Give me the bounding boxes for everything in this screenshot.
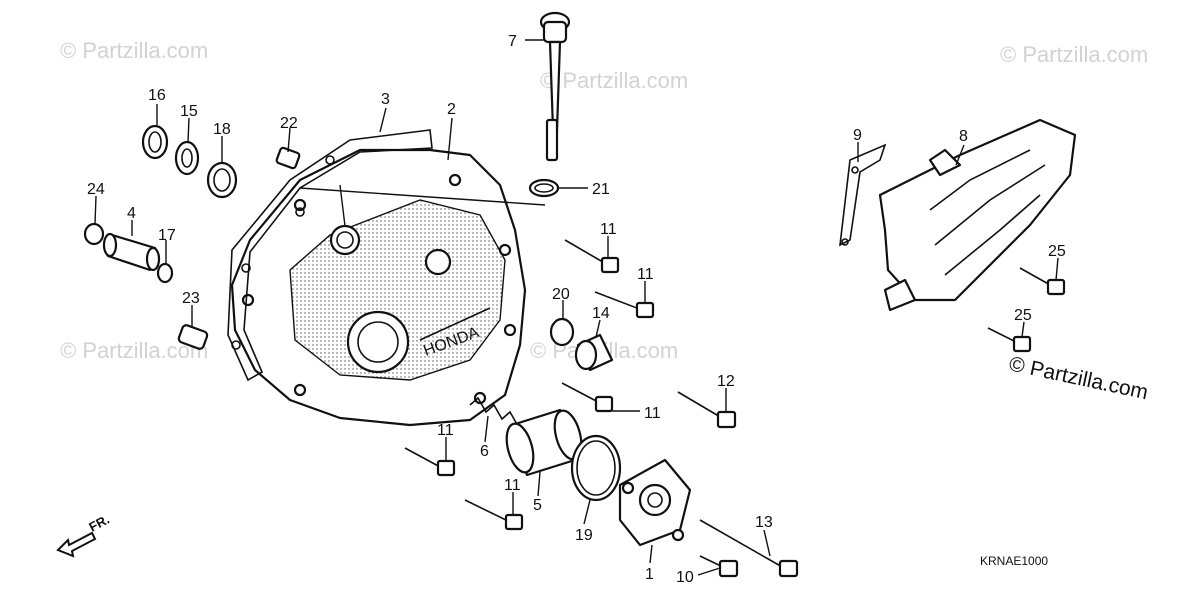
bolt-25	[987, 327, 1032, 353]
sprocket-gasket	[839, 143, 887, 247]
callout-11: 11	[637, 266, 654, 283]
o-ring-inner	[534, 183, 554, 193]
oil-filler-cap	[539, 11, 571, 162]
o-ring-19	[570, 434, 622, 502]
callout-15: 15	[180, 103, 198, 120]
o-ring-17	[156, 262, 174, 284]
callout-25: 25	[1048, 243, 1066, 260]
o-ring-24	[83, 222, 105, 246]
callout-18: 18	[213, 121, 231, 138]
callout-11: 11	[504, 477, 521, 494]
callout-8: 8	[959, 128, 968, 145]
callout-12: 12	[717, 373, 735, 390]
leader-lines	[94, 39, 1059, 576]
callout-10: 10	[676, 569, 694, 586]
callout-21: 21	[592, 181, 610, 198]
callout-25: 25	[1014, 307, 1032, 324]
sprocket-cover	[878, 118, 1077, 312]
callout-24: 24	[87, 181, 105, 198]
brand-watermark: © Partzilla.com	[1007, 352, 1150, 404]
callouts: 7 21 2 3 22 16 15 18 24 4 17 23 11 11 20…	[87, 33, 1066, 586]
bolt-13	[699, 519, 799, 578]
dowel-pin-23	[177, 324, 209, 350]
callout-6: 6	[480, 443, 489, 460]
callout-16: 16	[148, 87, 166, 104]
oil-filter-5	[505, 408, 583, 477]
callout-7: 7	[508, 33, 517, 50]
callout-14: 14	[592, 305, 610, 322]
callout-4: 4	[127, 205, 136, 222]
callout-2: 2	[447, 101, 456, 118]
callout-20: 20	[552, 286, 570, 303]
bolt-11	[561, 382, 614, 413]
watermark: © Partzilla.com	[60, 38, 208, 63]
snap-ring	[141, 124, 169, 160]
spring-6	[469, 396, 519, 427]
spindle-4	[102, 232, 161, 272]
crankcase-cover: HONDA	[230, 148, 527, 427]
washer	[174, 140, 200, 176]
bolt-11	[564, 239, 620, 274]
front-direction-arrow-icon: FR.	[56, 512, 112, 558]
direction-label: FR.	[86, 512, 112, 535]
callout-23: 23	[182, 290, 200, 307]
plug-14	[574, 333, 614, 372]
callout-11: 11	[644, 405, 661, 422]
callout-13: 13	[755, 514, 773, 531]
bolt-11	[464, 499, 524, 531]
dowel-pin-22	[275, 146, 301, 170]
callout-5: 5	[533, 497, 542, 514]
callout-1: 1	[645, 566, 654, 583]
callout-9: 9	[853, 127, 862, 144]
callout-11: 11	[600, 221, 617, 238]
filter-cover-1	[618, 458, 692, 547]
diagram-code: KRNAE1000	[980, 554, 1048, 568]
callout-22: 22	[280, 115, 298, 132]
callout-17: 17	[158, 227, 176, 244]
bolt-12	[677, 391, 737, 429]
callout-11: 11	[437, 422, 454, 439]
watermark: © Partzilla.com	[1000, 42, 1148, 67]
callout-3: 3	[381, 91, 390, 108]
oil-seal	[206, 161, 238, 199]
watermark: © Partzilla.com	[540, 68, 688, 93]
o-ring-20	[549, 317, 575, 347]
callout-19: 19	[575, 527, 593, 544]
